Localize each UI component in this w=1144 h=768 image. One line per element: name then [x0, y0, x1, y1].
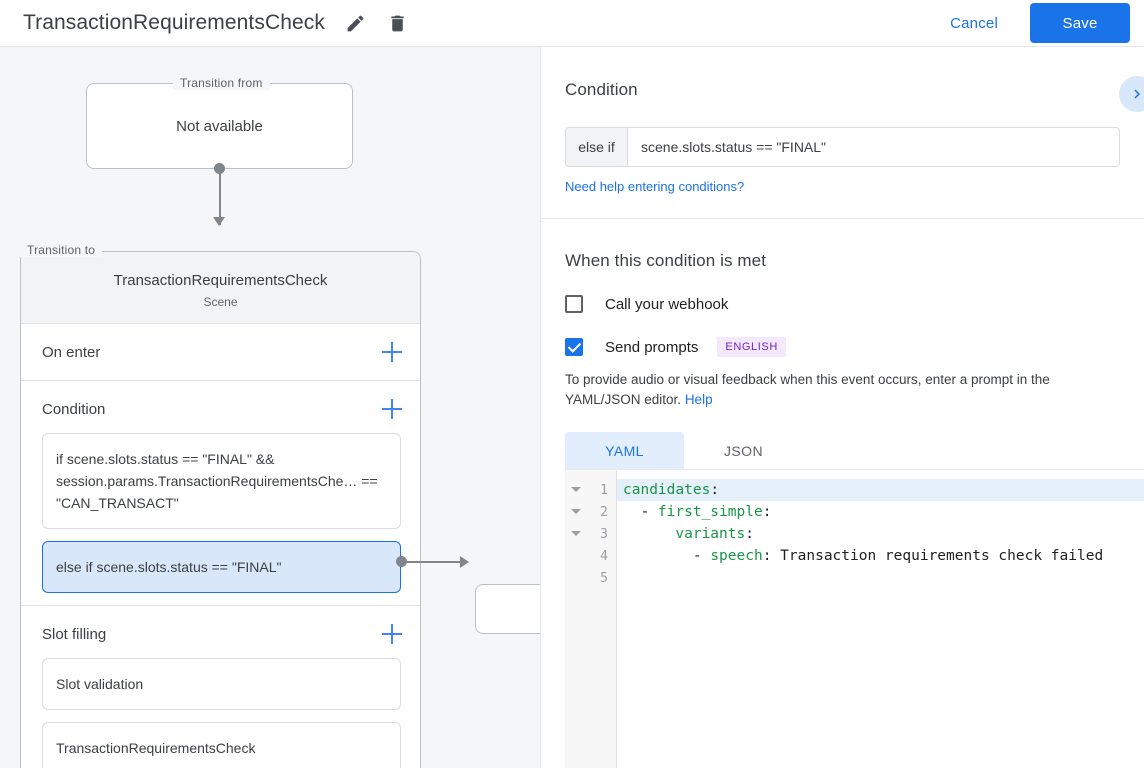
code-line[interactable]: - first_simple: — [617, 501, 1144, 523]
section-header-slot-filling: Slot filling — [21, 606, 420, 658]
transition-from-node[interactable]: Transition from Not available — [86, 76, 353, 169]
line-number: 4 — [600, 548, 608, 564]
cancel-button[interactable]: Cancel — [938, 7, 1010, 40]
pencil-icon[interactable] — [343, 11, 367, 35]
editor-gutter: 1 2 3 4 5 — [565, 470, 617, 768]
section-title-condition: Condition — [42, 400, 106, 418]
code-colon: : — [762, 504, 772, 520]
condition-prefix: else if — [566, 128, 628, 166]
condition-help-link[interactable]: Need help entering conditions? — [565, 179, 745, 194]
tab-json[interactable]: JSON — [724, 443, 763, 459]
code-value: Transaction requirements check failed — [780, 548, 1104, 564]
condition-input-row[interactable]: else if — [565, 127, 1120, 167]
code-key: speech — [710, 548, 763, 564]
send-prompts-description-text: To provide audio or visual feedback when… — [565, 372, 1050, 407]
help-link[interactable]: Help — [684, 392, 713, 407]
code-colon: : — [762, 548, 781, 564]
code-line[interactable] — [617, 567, 1144, 589]
section-slot-filling: Slot filling Slot validation Transaction… — [21, 606, 420, 768]
add-on-enter-button[interactable] — [382, 342, 402, 362]
gutter-line: 3 — [565, 523, 616, 545]
when-condition-met-section: When this condition is met Call your web… — [541, 219, 1144, 470]
send-prompts-checkbox-row[interactable]: Send prompts ENGLISH — [565, 337, 1120, 357]
line-number: 5 — [600, 570, 608, 586]
gutter-line: 1 — [565, 479, 616, 501]
when-met-title: When this condition is met — [565, 251, 767, 270]
section-title-on-enter: On enter — [42, 343, 101, 361]
section-condition: Condition if scene.slots.status == "FINA… — [21, 381, 420, 606]
section-divider — [541, 218, 1144, 219]
code-indent — [623, 526, 675, 542]
code-line[interactable]: variants: — [617, 523, 1144, 545]
connector-line-vertical — [219, 168, 221, 225]
yaml-editor[interactable]: 1 2 3 4 5 candidates: - first_simple: varian… — [565, 469, 1144, 768]
editor-code-area[interactable]: candidates: - first_simple: variants: - … — [617, 470, 1144, 768]
page-title: TransactionRequirementsCheck — [23, 11, 325, 34]
panel-divider — [540, 47, 541, 768]
language-badge: ENGLISH — [717, 337, 786, 357]
save-button[interactable]: Save — [1030, 3, 1130, 43]
scene-type: Scene — [203, 295, 238, 309]
code-indent: - — [623, 504, 658, 520]
condition-item[interactable]: if scene.slots.status == "FINAL" && sess… — [42, 433, 401, 529]
send-prompts-checkbox[interactable] — [565, 338, 583, 356]
transition-to-legend: Transition to — [20, 243, 103, 257]
code-key: candidates — [623, 482, 711, 498]
webhook-checkbox-row[interactable]: Call your webhook — [565, 295, 1120, 313]
webhook-label: Call your webhook — [605, 295, 729, 313]
connector-arrow-right — [460, 556, 469, 568]
connector-line-horizontal — [402, 561, 466, 563]
fold-arrow-icon[interactable] — [571, 531, 581, 536]
gutter-line: 5 — [565, 567, 616, 589]
fold-arrow-icon[interactable] — [571, 487, 581, 492]
transition-from-legend: Transition from — [173, 76, 270, 90]
section-header-condition: Condition — [21, 381, 420, 433]
trash-icon[interactable] — [385, 11, 409, 35]
section-title-slot-filling: Slot filling — [42, 625, 107, 643]
app-header: TransactionRequirementsCheck Cancel Save — [0, 0, 1144, 47]
connector-arrow-down — [213, 217, 225, 226]
code-line[interactable]: - speech: Transaction requirements check… — [617, 545, 1144, 567]
line-number: 1 — [600, 482, 608, 498]
flow-canvas[interactable]: Transition from Not available Transition… — [0, 47, 541, 768]
condition-section-title: Condition — [565, 80, 638, 99]
slot-filling-item[interactable]: TransactionRequirementsCheck — [42, 722, 401, 768]
tab-yaml[interactable]: YAML — [565, 432, 684, 470]
send-prompts-description: To provide audio or visual feedback when… — [565, 370, 1120, 410]
add-condition-button[interactable] — [382, 399, 402, 419]
fold-arrow-icon[interactable] — [571, 509, 581, 514]
scene-card[interactable]: TransactionRequirementsCheck Scene On en… — [20, 251, 421, 768]
webhook-checkbox[interactable] — [565, 295, 583, 313]
target-node-placeholder[interactable] — [475, 584, 541, 634]
condition-expression-input[interactable] — [628, 128, 1119, 166]
condition-section: Condition else if Need help entering con… — [541, 47, 1144, 218]
chevron-right-icon[interactable] — [1119, 76, 1144, 112]
code-key: variants — [675, 526, 746, 542]
gutter-line: 2 — [565, 501, 616, 523]
section-header-on-enter: On enter — [21, 324, 420, 380]
scene-card-header: TransactionRequirementsCheck Scene — [21, 252, 420, 324]
code-colon: : — [710, 482, 720, 498]
add-slot-filling-button[interactable] — [382, 624, 402, 644]
editor-format-tabs: YAML JSON — [565, 432, 1120, 470]
section-on-enter: On enter — [21, 324, 420, 381]
gutter-line: 4 — [565, 545, 616, 567]
code-line[interactable]: candidates: — [617, 479, 1144, 501]
line-number: 3 — [600, 526, 608, 542]
line-number: 2 — [600, 504, 608, 520]
code-colon: : — [745, 526, 754, 542]
send-prompts-label: Send prompts — [605, 338, 699, 356]
scene-name: TransactionRequirementsCheck — [113, 272, 328, 289]
slot-filling-item[interactable]: Slot validation — [42, 658, 401, 710]
connector-dot-condition — [396, 556, 407, 567]
code-indent: - — [623, 548, 711, 564]
transition-from-value: Not available — [176, 117, 263, 135]
condition-item-selected[interactable]: else if scene.slots.status == "FINAL" — [42, 541, 401, 593]
code-key: first_simple — [657, 504, 763, 520]
